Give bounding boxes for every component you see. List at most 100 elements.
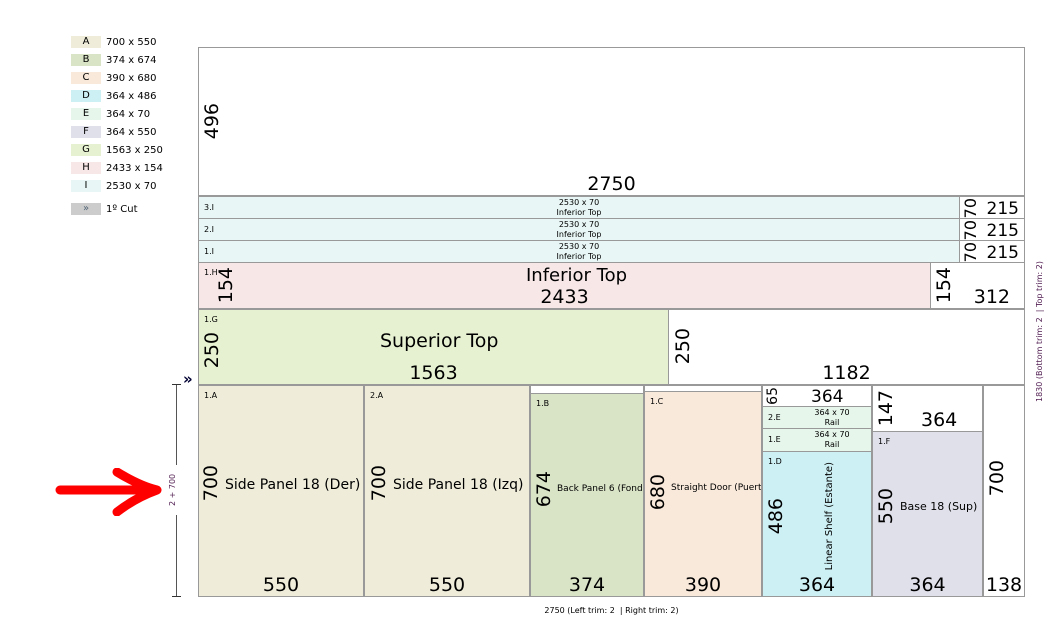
waste-height: 70 xyxy=(961,198,980,219)
piece-height: 680 xyxy=(647,474,669,511)
piece-name: Side Panel 18 (Izq) xyxy=(393,477,524,493)
piece-id: 2.E xyxy=(768,413,781,422)
waste-width: 215 xyxy=(986,243,1019,263)
piece-id: 1.C xyxy=(650,397,664,406)
piece-id: 1.A xyxy=(204,391,218,400)
piece-height: 550 xyxy=(875,488,897,525)
legend-swatch: G xyxy=(71,144,101,156)
strip-label: 2 + 700 xyxy=(168,465,177,515)
piece-width: 364 xyxy=(909,574,946,597)
legend-item-i: I 2530 x 70 xyxy=(71,180,156,192)
piece-name: Base 18 (Sup) xyxy=(900,500,978,513)
legend-size: 2433 x 154 xyxy=(106,162,163,174)
piece-name: Linear Shelf (Estante) xyxy=(824,462,835,571)
board-width-label: 2750 (Left trim: 2 | Right trim: 2) xyxy=(544,606,679,615)
piece-id: 1.E xyxy=(768,435,781,444)
piece-1b[interactable]: 1.B 674 Back Panel 6 (Fondo) 374 xyxy=(530,393,644,597)
legend-item-e: E 364 x 70 xyxy=(71,108,150,120)
piece-id: 1.I xyxy=(204,247,214,256)
waste-width: 2750 xyxy=(587,173,636,196)
piece-2a[interactable]: 2.A 700 Side Panel 18 (Izq) 550 xyxy=(364,385,530,597)
piece-width: 2433 xyxy=(540,286,589,309)
piece-size: 2530 x 70 xyxy=(558,220,600,229)
piece-1a[interactable]: 1.A 700 Side Panel 18 (Der) 550 xyxy=(198,385,364,597)
legend-item-f: F 364 x 550 xyxy=(71,126,156,138)
waste-height: 154 xyxy=(933,267,955,304)
waste-width: 215 xyxy=(986,199,1019,219)
piece-width: 364 xyxy=(798,574,836,597)
waste-height: 147 xyxy=(875,390,897,427)
legend-swatch: C xyxy=(71,72,101,84)
legend-item-cut: »1º Cut xyxy=(71,203,138,215)
waste-width: 364 xyxy=(921,409,958,431)
waste-height: 700 xyxy=(986,460,1008,497)
legend-size: 2530 x 70 xyxy=(106,180,157,192)
cut-marker-icon: » xyxy=(183,370,193,388)
waste-1i[interactable]: 70 215 xyxy=(959,240,1025,263)
piece-width: 390 xyxy=(684,574,722,597)
piece-1c[interactable]: 1.C 680 Straight Door (Puerta) 390 xyxy=(644,391,762,597)
legend-swatch: B xyxy=(71,54,101,66)
piece-1f[interactable]: 1.F 550 Base 18 (Sup) 364 xyxy=(872,431,983,597)
piece-name: Back Panel 6 (Fondo) xyxy=(557,484,644,494)
red-arrow-icon xyxy=(55,468,162,516)
piece-size: 2530 x 70 xyxy=(558,242,600,251)
piece-size: 364 x 70 xyxy=(814,430,850,439)
piece-name: Inferior Top xyxy=(526,265,628,286)
piece-size: 2530 x 70 xyxy=(558,198,600,207)
legend-swatch: E xyxy=(71,108,101,120)
piece-size: 364 x 70 xyxy=(814,408,850,417)
cut-label: 1º Cut xyxy=(106,203,138,215)
legend-swatch: D xyxy=(71,90,101,102)
waste-d-top[interactable]: 65 364 xyxy=(762,385,872,407)
waste-top[interactable]: 496 2750 xyxy=(198,47,1025,196)
piece-1g[interactable]: 1.G 250 Superior Top 1563 xyxy=(198,309,669,385)
legend-swatch: F xyxy=(71,126,101,138)
legend-size: 390 x 680 xyxy=(106,72,157,84)
legend-size: 374 x 674 xyxy=(106,54,157,66)
piece-1d[interactable]: 1.D 486 Linear Shelf (Estante) 364 xyxy=(762,451,872,597)
board-height-label: 1830 (Bottom trim: 2 | Top trim: 2) xyxy=(1035,261,1044,402)
waste-3i[interactable]: 70 215 xyxy=(959,196,1025,219)
legend-size: 364 x 70 xyxy=(106,108,151,120)
waste-height: 496 xyxy=(201,103,223,140)
legend-swatch: I xyxy=(71,180,101,192)
piece-name: Side Panel 18 (Der) xyxy=(225,477,361,493)
legend-item-c: C 390 x 680 xyxy=(71,72,156,84)
waste-height: 65 xyxy=(765,387,781,405)
waste-width: 364 xyxy=(811,387,844,407)
waste-height: 70 xyxy=(961,220,980,241)
piece-name: Superior Top xyxy=(380,330,499,352)
piece-height: 486 xyxy=(765,498,787,535)
piece-height: 700 xyxy=(200,465,222,502)
piece-width: 550 xyxy=(428,574,466,597)
ruler-cap-top xyxy=(172,384,181,385)
waste-height: 70 xyxy=(961,242,980,263)
legend-size: 364 x 550 xyxy=(106,126,157,138)
piece-width: 1563 xyxy=(409,362,458,385)
piece-height: 700 xyxy=(368,465,390,502)
piece-width: 550 xyxy=(262,574,300,597)
piece-name: Inferior Top xyxy=(556,230,602,239)
legend-swatch: H xyxy=(71,162,101,174)
piece-id: 1.B xyxy=(536,399,550,408)
piece-height: 674 xyxy=(533,471,555,508)
waste-f-top[interactable]: 147 364 xyxy=(872,385,983,432)
piece-1h[interactable]: 1.H 154 Inferior Top 2433 xyxy=(198,262,931,309)
